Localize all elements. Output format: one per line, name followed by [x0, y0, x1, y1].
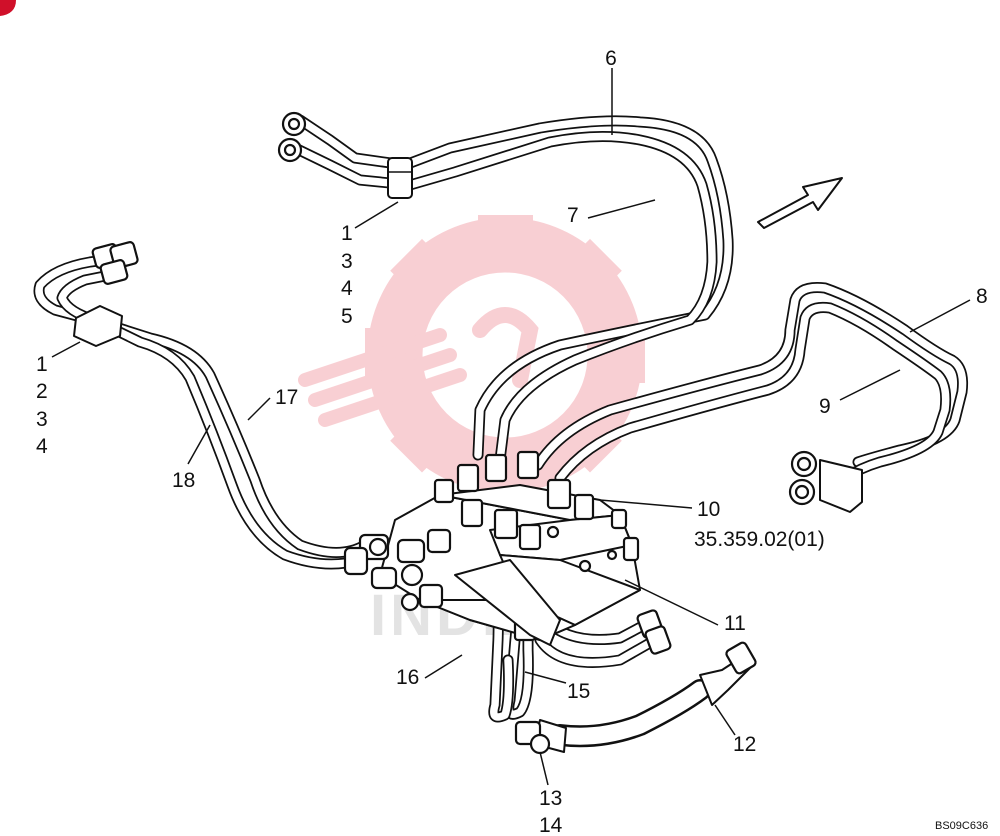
fitting-left	[73, 241, 139, 347]
label-group-top-2: 3	[341, 250, 353, 273]
label-10: 10	[697, 498, 720, 521]
tube-8	[532, 282, 968, 471]
label-10-reference: 35.359.02(01)	[694, 528, 825, 551]
tube-9	[554, 302, 952, 484]
label-group-left-1: 1	[36, 353, 48, 376]
fitting-right	[788, 450, 863, 513]
leader-lines	[51, 68, 971, 786]
label-group-left-3: 3	[36, 408, 48, 431]
tube-7	[289, 130, 718, 466]
label-12: 12	[733, 733, 756, 756]
tube-17	[33, 252, 371, 558]
label-7: 7	[567, 204, 579, 227]
label-group-left-4: 4	[36, 435, 48, 458]
label-group-top-1: 1	[341, 222, 353, 245]
tube-6	[294, 114, 734, 461]
label-14: 14	[539, 814, 563, 836]
label-13: 13	[539, 787, 562, 810]
direction-arrow-icon	[757, 177, 843, 229]
control-valve-10	[343, 450, 672, 655]
label-9: 9	[819, 395, 831, 418]
label-group-left-2: 2	[36, 380, 48, 403]
clamp-11	[454, 559, 561, 646]
hose-12	[514, 641, 757, 755]
drawing-code: BS09C636	[935, 820, 988, 832]
label-11: 11	[724, 612, 746, 635]
label-16: 16	[396, 666, 419, 689]
label-17: 17	[275, 386, 298, 409]
label-group-top-4: 5	[341, 305, 353, 328]
label-18: 18	[172, 469, 195, 492]
fitting-top-left	[277, 111, 413, 199]
label-6: 6	[605, 47, 617, 70]
tube-18	[56, 269, 366, 570]
corner-badge	[0, 0, 16, 16]
label-15: 15	[567, 680, 590, 703]
label-group-top-3: 4	[341, 277, 353, 300]
label-8: 8	[976, 285, 988, 308]
